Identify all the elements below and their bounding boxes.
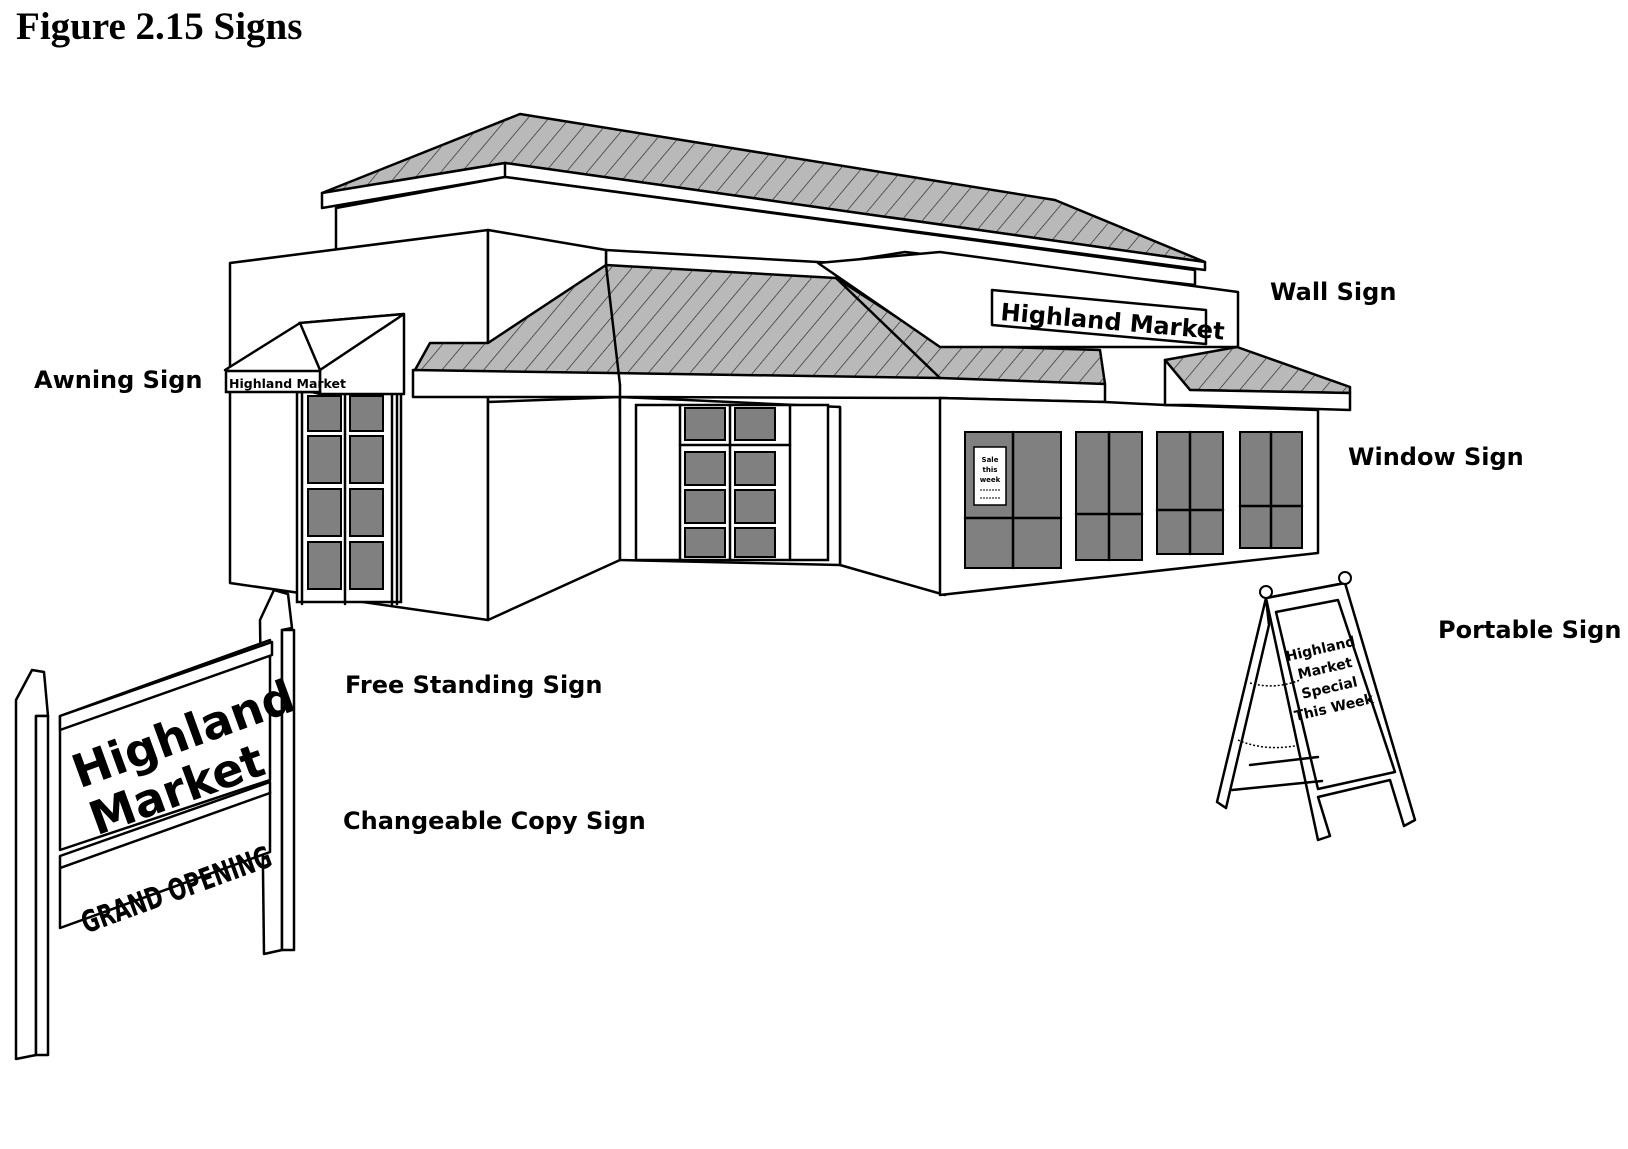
awning-sign-text: Highland Market (229, 376, 346, 391)
storefront-windows (965, 432, 1302, 568)
label-changeable-copy-sign: Changeable Copy Sign (343, 807, 646, 835)
window-sign-line3: week (980, 476, 1001, 484)
window-sign-line1: Sale (982, 456, 999, 464)
label-wall-sign: Wall Sign (1270, 278, 1396, 306)
label-awning-sign: Awning Sign (34, 366, 202, 394)
portable-sign: Highland Market Special This Week (1217, 572, 1415, 840)
label-portable-sign: Portable Sign (1438, 616, 1621, 644)
window-sign-line2: this (983, 466, 998, 474)
label-window-sign: Window Sign (1348, 443, 1524, 471)
center-block (488, 382, 945, 620)
window-sign: Sale this week (974, 447, 1006, 505)
label-free-standing-sign: Free Standing Sign (345, 671, 602, 699)
free-standing-sign: Highland Market GRAND OPENING (16, 590, 319, 1059)
